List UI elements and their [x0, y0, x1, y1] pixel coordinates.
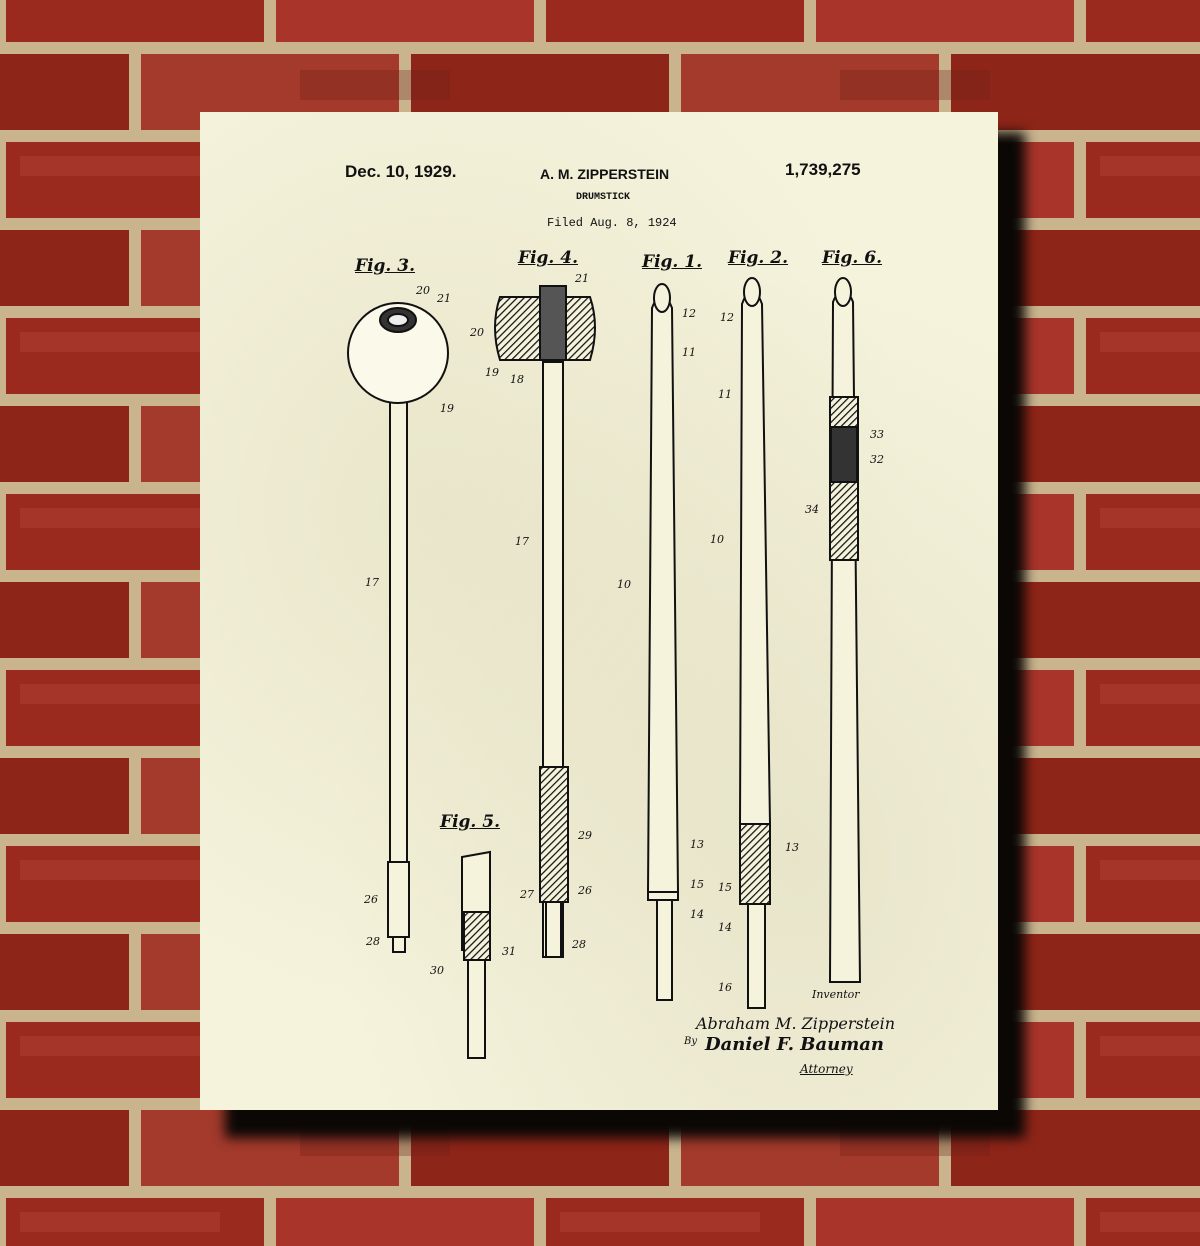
reference-numeral: 33 — [870, 428, 884, 441]
patent-title: DRUMSTICK — [576, 192, 631, 203]
reference-numeral: 10 — [617, 578, 631, 591]
reference-numeral: 29 — [578, 829, 592, 842]
fig6-label: Fig. 6. — [822, 248, 882, 268]
reference-numeral: 15 — [690, 878, 704, 891]
reference-numeral: 10 — [710, 533, 724, 546]
by-caption: By — [684, 1036, 697, 1047]
drumstick-drawings — [347, 277, 862, 1059]
reference-numeral: 18 — [510, 373, 524, 386]
reference-numeral: 17 — [365, 576, 379, 589]
fig3-mallet-drawing — [347, 302, 449, 953]
reference-numeral: 31 — [502, 945, 516, 958]
fig3-label: Fig. 3. — [355, 256, 415, 276]
fig4-label: Fig. 4. — [518, 248, 578, 268]
reference-numeral: 19 — [440, 402, 454, 415]
reference-numeral: 27 — [520, 888, 534, 901]
reference-numeral: 21 — [575, 272, 589, 285]
fig6-drumstick-drawing — [828, 277, 862, 983]
reference-numeral: 12 — [720, 311, 734, 324]
reference-numeral: 20 — [470, 326, 484, 339]
attorney-signature: Daniel F. Bauman — [705, 1034, 885, 1055]
inventor-caption: Inventor — [812, 988, 860, 1001]
reference-numeral: 28 — [366, 935, 380, 948]
fig2-drumstick-drawing — [738, 277, 772, 1009]
fig1-label: Fig. 1. — [642, 252, 702, 272]
reference-numeral: 21 — [437, 292, 451, 305]
inventor-header: A. M. ZIPPERSTEIN — [540, 166, 670, 182]
reference-numeral: 14 — [690, 908, 704, 921]
reference-numeral: 28 — [572, 938, 586, 951]
filed-date: Filed Aug. 8, 1924 — [547, 216, 677, 230]
attorney-caption: Attorney — [800, 1062, 853, 1076]
reference-numeral: 20 — [416, 284, 430, 297]
reference-numeral: 14 — [718, 921, 732, 934]
fig1-drumstick-drawing — [646, 283, 680, 1001]
reference-numeral: 34 — [805, 503, 819, 516]
reference-numeral: 16 — [718, 981, 732, 994]
fig5-tip-detail-drawing — [461, 850, 491, 1059]
reference-numeral: 26 — [364, 893, 378, 906]
patent-poster: Dec. 10, 1929. A. M. ZIPPERSTEIN 1,739,2… — [200, 112, 998, 1110]
inventor-signature: Abraham M. Zipperstein — [696, 1014, 896, 1033]
reference-numeral: 11 — [718, 388, 732, 401]
reference-numeral: 19 — [485, 366, 499, 379]
reference-numeral: 17 — [515, 535, 529, 548]
reference-numeral: 13 — [785, 841, 799, 854]
reference-numeral: 12 — [682, 307, 696, 320]
patent-number: 1,739,275 — [785, 160, 861, 179]
patent-date: Dec. 10, 1929. — [345, 162, 457, 181]
fig4-mallet-section-drawing — [494, 285, 596, 958]
reference-numeral: 26 — [578, 884, 592, 897]
reference-numeral: 30 — [430, 964, 444, 977]
reference-numeral: 11 — [682, 346, 696, 359]
reference-numeral: 13 — [690, 838, 704, 851]
fig5-label: Fig. 5. — [440, 812, 500, 832]
fig2-label: Fig. 2. — [728, 248, 788, 268]
reference-numeral: 32 — [870, 453, 884, 466]
reference-numeral: 15 — [718, 881, 732, 894]
